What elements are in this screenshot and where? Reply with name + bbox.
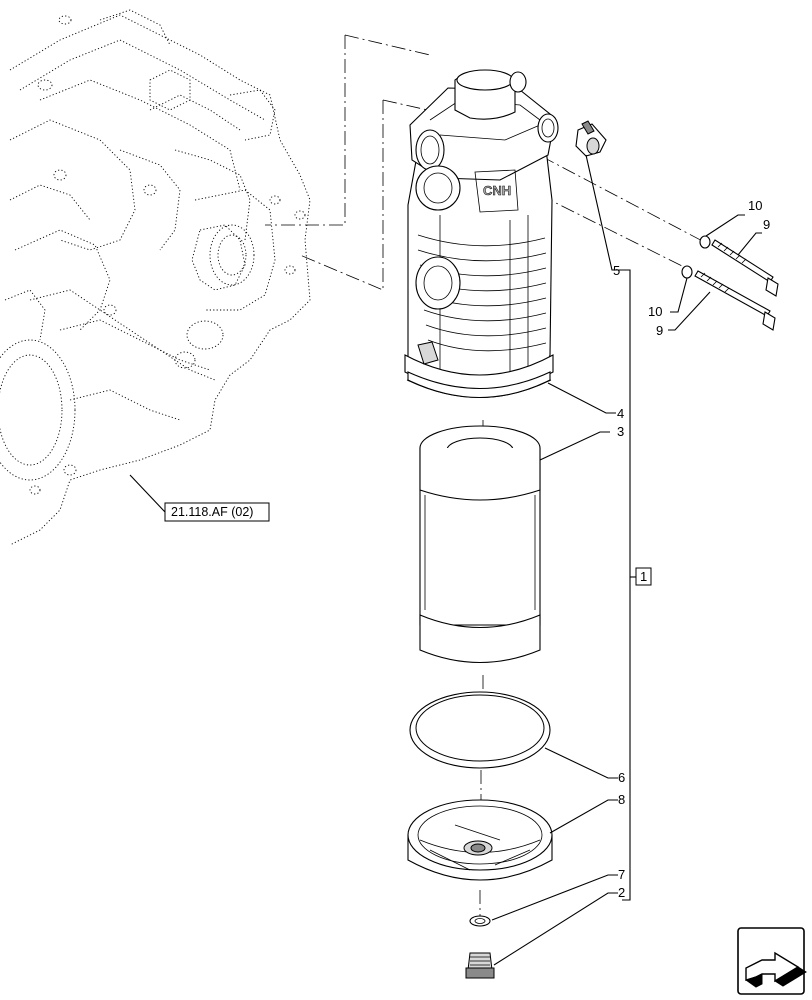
callout-8[interactable]: 8 [618, 792, 625, 807]
group-label[interactable]: 1 [640, 569, 647, 584]
callout-5[interactable]: 5 [613, 263, 620, 278]
bolt-upper [699, 235, 779, 297]
drain-plug-part-2 [465, 952, 495, 979]
sensor-part-5 [575, 120, 607, 157]
bolt-lower [681, 265, 776, 331]
right-port [537, 113, 559, 143]
callout-labels: 5 10 9 10 9 4 3 6 8 7 2 1 [613, 198, 770, 900]
callout-3[interactable]: 3 [617, 424, 624, 439]
callout-10-lower[interactable]: 10 [648, 304, 662, 319]
o-ring-part-6 [409, 691, 551, 769]
brand-logo: CNH [483, 183, 511, 198]
transmission-housing-illustration [0, 9, 311, 546]
washer-part-7 [469, 915, 491, 927]
reference-label-box[interactable] [164, 502, 270, 522]
reference-callout: 21.118.AF (02) [129, 474, 270, 522]
callout-10-upper[interactable]: 10 [748, 198, 762, 213]
callout-9-lower[interactable]: 9 [656, 323, 663, 338]
top-right-port [509, 71, 527, 93]
cover-part-8 [407, 799, 553, 881]
filter-element-part-3 [419, 425, 541, 664]
callout-2[interactable]: 2 [618, 885, 625, 900]
callout-4[interactable]: 4 [617, 406, 624, 421]
callout-7[interactable]: 7 [618, 867, 625, 882]
callout-leaders [491, 154, 762, 966]
group-label-box [635, 567, 652, 586]
callout-6[interactable]: 6 [618, 770, 625, 785]
side-port [415, 256, 461, 310]
filter-housing-assembly: CNH [404, 69, 559, 398]
inlet-port [415, 129, 445, 171]
outlet-port [415, 165, 461, 211]
reference-label: 21.118.AF (02) [171, 505, 253, 519]
callout-9-upper[interactable]: 9 [763, 217, 770, 232]
next-page-arrow-icon[interactable] [737, 927, 807, 995]
